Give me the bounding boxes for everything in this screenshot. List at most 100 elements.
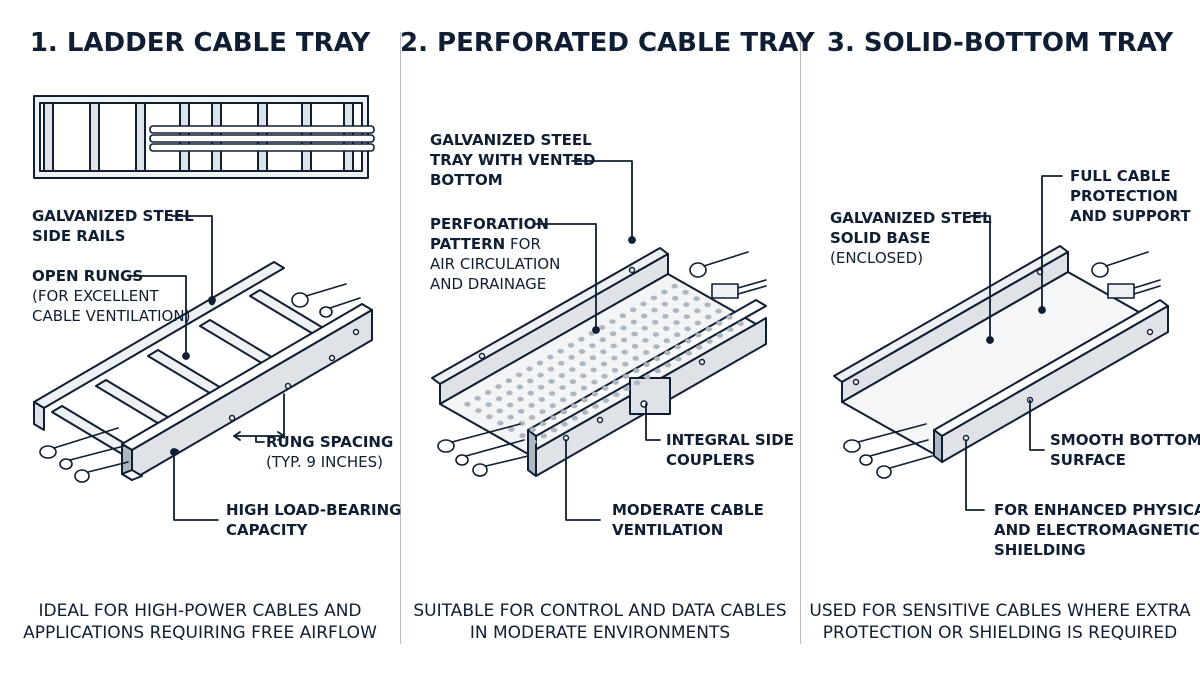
perforation-hole (623, 386, 630, 392)
perforation-hole (601, 373, 608, 379)
perforation-hole (620, 325, 627, 331)
perforation-hole (538, 384, 545, 390)
perforation-hole (578, 349, 586, 354)
solid-bottom-tray-iso (833, 245, 1169, 479)
perforation-hole (672, 295, 679, 301)
perforation-hole (630, 319, 637, 325)
perforation-hole (675, 356, 682, 362)
perforation-hole (474, 396, 481, 401)
perforation-hole (536, 360, 544, 366)
perforation-hole (558, 373, 566, 378)
perforation-hole (661, 301, 669, 307)
perforation-hole (570, 391, 577, 397)
perforated-footer: SUITABLE FOR CONTROL AND DATA CABLES IN … (413, 601, 787, 643)
perforation-hole (589, 355, 597, 361)
perforation-hole (602, 398, 610, 403)
perforation-hole (641, 313, 648, 319)
perforation-hole (726, 315, 733, 320)
perforation-hole (631, 331, 638, 337)
perforation-hole (696, 344, 703, 350)
perforation-hole (561, 421, 568, 427)
ladder-tray-title: 1. LADDER CABLE TRAY (29, 28, 371, 58)
perforation-hole (569, 379, 577, 385)
perforation-hole (630, 307, 637, 313)
perforation-hole (632, 356, 639, 361)
perforation-hole (654, 368, 661, 374)
perforation-hole (684, 326, 691, 332)
label-smooth-bottom: SMOOTH BOTTOM SURFACE (1050, 431, 1200, 469)
perforation-hole (580, 373, 587, 379)
perforation-hole (497, 420, 504, 426)
perforation-hole (507, 414, 514, 420)
perforation-hole (571, 403, 578, 409)
perforation-hole (538, 397, 545, 402)
perforation-hole (622, 374, 630, 379)
perforation-hole (661, 289, 668, 295)
perforation-hole (569, 367, 576, 372)
perforation-hole (633, 368, 640, 373)
perforation-hole (685, 350, 692, 356)
perforation-hole (505, 378, 512, 384)
perforation-hole (653, 356, 661, 362)
perforation-hole (547, 354, 554, 360)
column-divider-1 (400, 32, 401, 644)
perforation-hole (683, 314, 691, 320)
ladder-footer: IDEAL FOR HIGH-POWER CABLES AND APPLICAT… (23, 601, 377, 643)
ladder-top-view (33, 95, 375, 179)
perforation-hole (685, 338, 692, 344)
perforation-hole (611, 367, 619, 373)
perforation-hole (589, 343, 596, 348)
perforation-hole (591, 379, 598, 385)
perforation-hole (613, 392, 620, 397)
perforation-hole (516, 372, 523, 378)
column-divider-2 (800, 32, 801, 644)
perforation-hole (517, 396, 524, 402)
perforation-hole (716, 333, 724, 338)
perforation-hole (527, 390, 534, 396)
perforation-hole (620, 337, 628, 343)
perforation-hole (529, 427, 536, 433)
perforation-hole (643, 362, 650, 368)
perforation-hole (590, 367, 597, 373)
perforation-hole (558, 360, 565, 366)
perforation-hole (528, 415, 536, 420)
perforation-hole (619, 313, 626, 319)
perforation-hole (611, 355, 618, 361)
perforation-hole (651, 307, 658, 313)
perforation-hole (580, 385, 588, 391)
perforation-hole (506, 402, 514, 408)
perforation-hole (695, 332, 702, 338)
perforation-hole (715, 308, 722, 314)
perforation-hole (559, 385, 566, 390)
label-full-protection: FULL CABLE PROTECTION AND SUPPORT (1070, 167, 1191, 225)
perforation-hole (642, 338, 649, 343)
perforation-hole (549, 391, 556, 396)
perforation-hole (683, 302, 690, 307)
perforation-hole (539, 421, 547, 427)
perforation-hole (547, 366, 555, 372)
perforation-hole (582, 409, 589, 415)
perforation-hole (599, 337, 606, 343)
perforation-hole (484, 390, 492, 395)
perforation-hole (560, 397, 567, 403)
perforation-hole (530, 439, 537, 445)
perforation-hole (600, 349, 607, 355)
perforated-tray-iso (431, 247, 767, 477)
perforation-hole (705, 314, 712, 320)
perforation-hole (610, 343, 617, 349)
perforation-hole (560, 409, 567, 415)
perforation-hole (550, 427, 558, 433)
perforation-hole (495, 384, 502, 389)
perforation-hole (663, 338, 670, 344)
solid-bottom-tray-title: 3. SOLID-BOTTOM TRAY (826, 28, 1174, 58)
perforation-hole (548, 379, 555, 384)
label-moderate-ventilation: MODERATE CABLE VENTILATION (612, 501, 764, 539)
perforation-hole (495, 396, 503, 402)
perforation-hole (652, 319, 659, 325)
perforation-hole (682, 290, 689, 295)
label-rung-spacing: RUNG SPACING (TYP. 9 INCHES) (266, 433, 394, 471)
perforation-hole (650, 295, 658, 301)
perforation-hole (704, 302, 711, 308)
label-perforation-pattern: PERFORATION PATTERN FOR AIR CIRCULATION … (430, 215, 561, 293)
